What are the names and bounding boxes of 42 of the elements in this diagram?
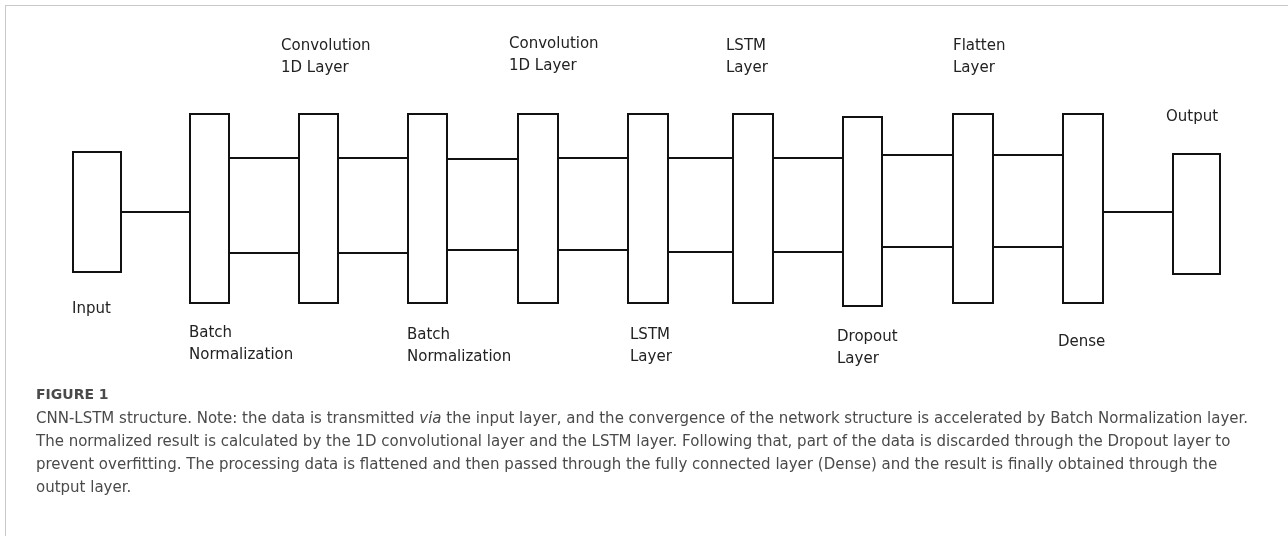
layer-box [517, 113, 559, 304]
layer-box [72, 151, 122, 273]
connector-line [229, 157, 299, 159]
connector-line [773, 157, 843, 159]
layer-label: Input [72, 298, 111, 319]
layer-label: Batch Normalization [189, 322, 294, 365]
layer-label: LSTM Layer [630, 324, 672, 367]
connector-line [229, 252, 299, 254]
layer-label: Dense [1058, 331, 1106, 352]
connector-line [882, 246, 953, 248]
figure-caption: CNN-LSTM structure. Note: the data is transmitted via the input layer, and the convergence of the network structure is accelerated by Batch Normalization layer. The normalized result is calculated by the 1D convolutional layer and the LSTM layer. Following that, part of the data is discarded through the Dropout layer to prevent overfitting. The processing data is flattened and then passed through the fully connected layer (Dense) and the result is finally obtained through the output layer. [36, 408, 1250, 498]
layer-label: Flatten Layer [953, 35, 1006, 78]
layer-label: Convolution 1D Layer [281, 35, 371, 78]
connector-line [668, 251, 733, 253]
connector-line [558, 249, 628, 251]
connector-line [1103, 211, 1173, 213]
connector-line [338, 157, 408, 159]
layer-label: Dropout Layer [837, 326, 898, 369]
layer-label: Convolution 1D Layer [509, 33, 599, 76]
layer-box [189, 113, 230, 304]
layer-box [732, 113, 774, 304]
layer-box [1062, 113, 1104, 304]
connector-line [882, 154, 953, 156]
connector-line [558, 157, 628, 159]
layer-box [298, 113, 339, 304]
connector-line [993, 246, 1063, 248]
layer-label: Output [1166, 106, 1219, 127]
connector-line [121, 211, 190, 213]
layer-box [952, 113, 994, 304]
layer-box [627, 113, 669, 304]
layer-box [842, 116, 883, 307]
connector-line [993, 154, 1063, 156]
connector-line [447, 249, 518, 251]
layer-box [407, 113, 448, 304]
connector-line [668, 157, 733, 159]
connector-line [447, 158, 518, 160]
figure-title: FIGURE 1 [36, 386, 109, 402]
layer-label: Batch Normalization [407, 324, 512, 367]
layer-label: LSTM Layer [726, 35, 768, 78]
connector-line [338, 252, 408, 254]
layer-box [1172, 153, 1221, 275]
connector-line [773, 251, 843, 253]
